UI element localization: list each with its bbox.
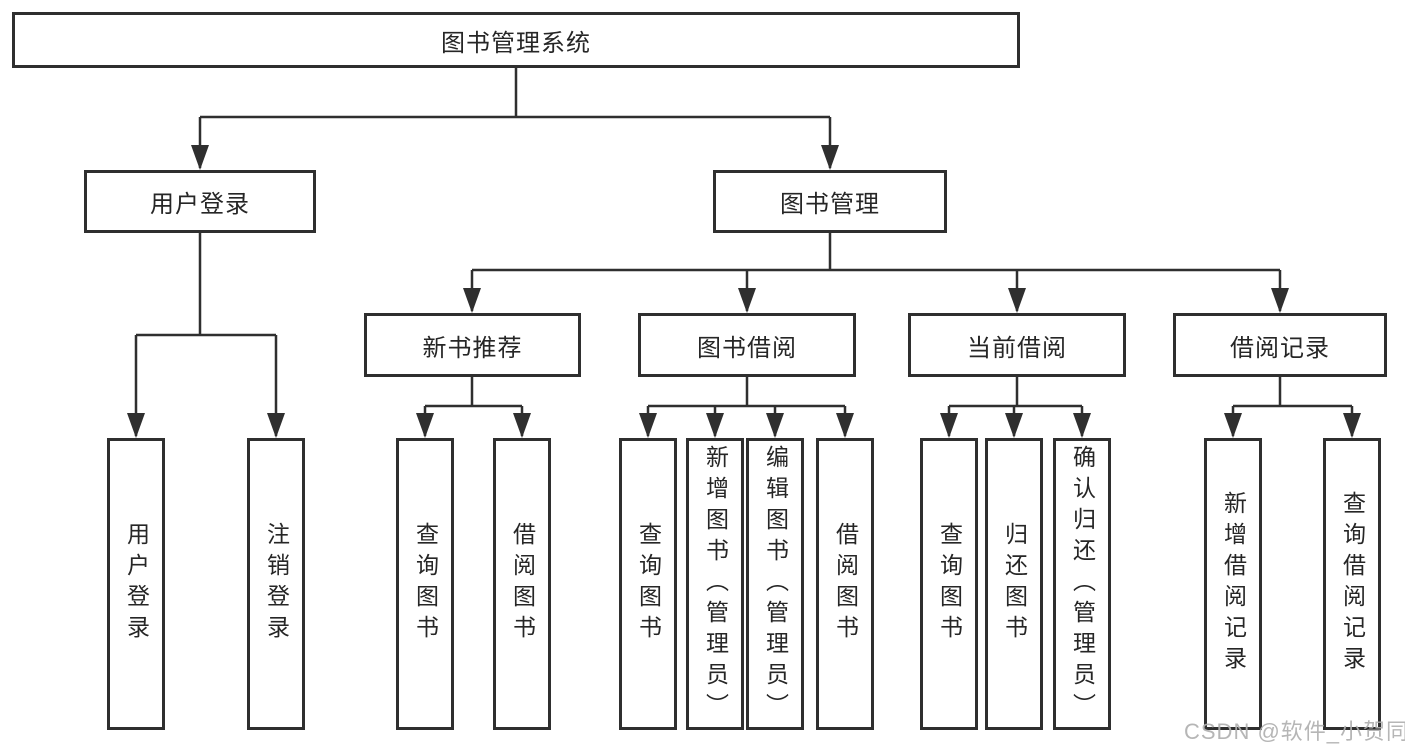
node-current-borrow: 当前借阅 bbox=[908, 313, 1126, 377]
leaf-current-confirm-return-admin: 确认归还（管理员） bbox=[1053, 438, 1111, 730]
node-book-borrow: 图书借阅 bbox=[638, 313, 856, 377]
leaf-records-add-record: 新增借阅记录 bbox=[1204, 438, 1262, 730]
leaf-current-query-book-label: 查询图书 bbox=[936, 522, 963, 646]
leaf-borrow-query-book-label: 查询图书 bbox=[635, 522, 662, 646]
leaf-recommend-query-book-label: 查询图书 bbox=[412, 522, 439, 646]
leaf-borrow-edit-book-admin-label: 编辑图书（管理员） bbox=[762, 444, 789, 724]
leaf-current-query-book: 查询图书 bbox=[920, 438, 978, 730]
leaf-records-add-record-label: 新增借阅记录 bbox=[1220, 491, 1247, 677]
leaf-borrow-add-book-admin: 新增图书（管理员） bbox=[686, 438, 744, 730]
node-user-login: 用户登录 bbox=[84, 170, 316, 233]
connector-current-trunk bbox=[949, 377, 1082, 408]
connector-root-trunk bbox=[200, 68, 830, 119]
node-book-management-label: 图书管理 bbox=[780, 191, 880, 218]
leaf-current-return-book-label: 归还图书 bbox=[1001, 522, 1028, 646]
leaf-current-confirm-return-admin-label: 确认归还（管理员） bbox=[1069, 444, 1096, 724]
leaf-records-query-record: 查询借阅记录 bbox=[1323, 438, 1381, 730]
node-user-login-label: 用户登录 bbox=[150, 191, 250, 218]
leaf-logout-label: 注销登录 bbox=[263, 522, 290, 646]
leaf-logout: 注销登录 bbox=[247, 438, 305, 730]
node-new-book-recommend-label: 新书推荐 bbox=[422, 334, 523, 362]
leaf-borrow-edit-book-admin: 编辑图书（管理员） bbox=[746, 438, 804, 730]
leaf-borrow-borrow-book-label: 借阅图书 bbox=[832, 522, 859, 646]
node-borrow-records: 借阅记录 bbox=[1173, 313, 1387, 377]
node-new-book-recommend: 新书推荐 bbox=[364, 313, 581, 377]
node-borrow-records-label: 借阅记录 bbox=[1230, 334, 1330, 362]
connector-bookmgmt-trunk bbox=[472, 233, 1280, 272]
node-book-borrow-label: 图书借阅 bbox=[697, 334, 797, 362]
leaf-borrow-query-book: 查询图书 bbox=[619, 438, 677, 730]
leaf-current-return-book: 归还图书 bbox=[985, 438, 1043, 730]
csdn-watermark: CSDN @软件_小贺同学 bbox=[1184, 719, 1405, 744]
connector-userlogin-trunk bbox=[136, 233, 276, 337]
node-root: 图书管理系统 bbox=[12, 12, 1020, 68]
node-root-label: 图书管理系统 bbox=[441, 29, 591, 57]
leaf-records-query-record-label: 查询借阅记录 bbox=[1339, 491, 1366, 677]
leaf-recommend-borrow-book-label: 借阅图书 bbox=[509, 522, 536, 646]
leaf-recommend-borrow-book: 借阅图书 bbox=[493, 438, 551, 730]
leaf-borrow-borrow-book: 借阅图书 bbox=[816, 438, 874, 730]
leaf-recommend-query-book: 查询图书 bbox=[396, 438, 454, 730]
connector-borrow-trunk bbox=[648, 377, 845, 408]
node-current-borrow-label: 当前借阅 bbox=[967, 334, 1067, 362]
connector-records-trunk bbox=[1233, 377, 1352, 408]
leaf-user-login-label: 用户登录 bbox=[123, 522, 150, 646]
node-book-management: 图书管理 bbox=[713, 170, 947, 233]
leaf-user-login: 用户登录 bbox=[107, 438, 165, 730]
leaf-borrow-add-book-admin-label: 新增图书（管理员） bbox=[702, 444, 729, 724]
connector-newbook-trunk bbox=[425, 377, 522, 408]
